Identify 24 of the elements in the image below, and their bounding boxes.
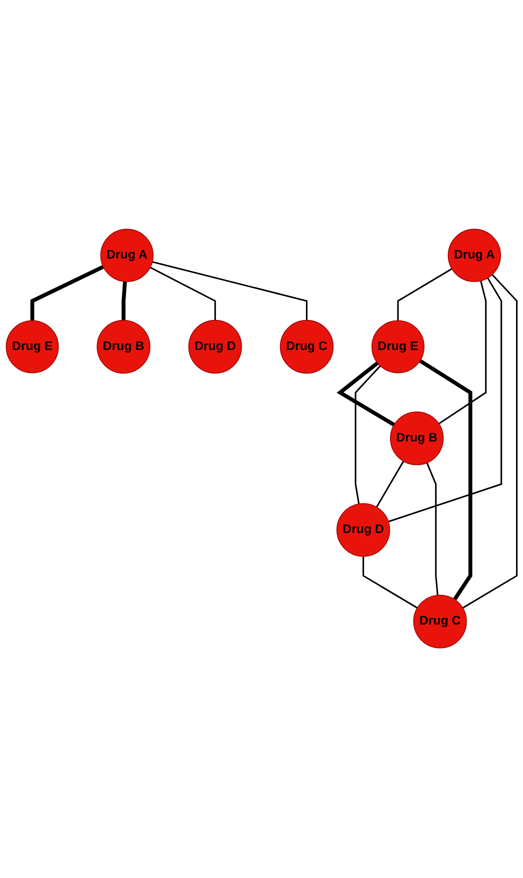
connector <box>30 265 104 322</box>
node-circle: Drug C <box>280 320 334 374</box>
connector <box>438 281 487 425</box>
node-circle: Drug E <box>6 320 59 374</box>
connector <box>462 274 518 610</box>
connector <box>376 461 404 508</box>
node-circle: Drug D <box>336 504 390 558</box>
connector <box>336 362 396 427</box>
node-circle: Drug E <box>371 320 424 374</box>
node-circle: Drug A <box>448 229 501 282</box>
connector <box>122 282 127 321</box>
node-circle: Drug A <box>100 229 154 282</box>
connector <box>419 360 472 601</box>
connector <box>397 268 452 322</box>
node-circle: Drug C <box>413 595 467 649</box>
connector <box>150 267 216 321</box>
connector <box>388 278 502 523</box>
connector <box>362 556 418 610</box>
node-circle: Drug B <box>390 412 444 466</box>
connector <box>354 366 381 504</box>
node-circle: Drug B <box>96 320 150 374</box>
node-circle: Drug D <box>188 320 242 374</box>
connector <box>152 262 308 321</box>
connector <box>426 462 438 596</box>
